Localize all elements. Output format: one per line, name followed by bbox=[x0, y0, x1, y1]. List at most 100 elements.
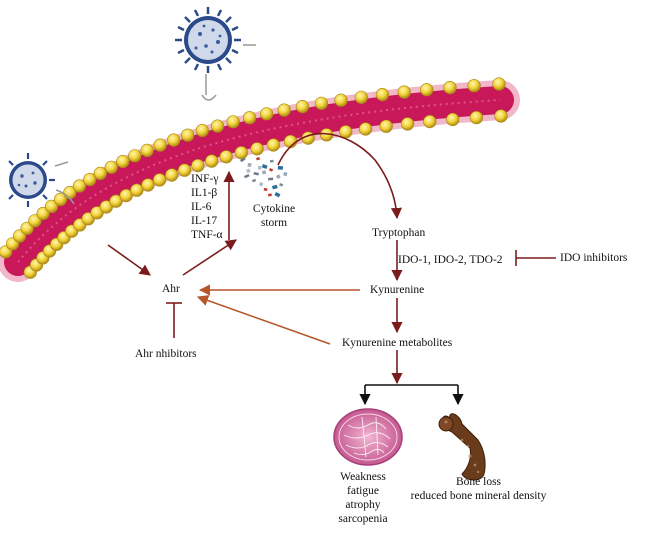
cytokine-storm-particles bbox=[240, 157, 288, 198]
membrane-bead bbox=[314, 96, 329, 110]
bone-icon bbox=[438, 413, 486, 481]
membrane-bead bbox=[420, 83, 434, 97]
membrane-bead bbox=[260, 107, 274, 121]
membrane-bead bbox=[423, 114, 437, 129]
cytokine-item: IL1-β bbox=[191, 187, 218, 199]
membrane-bead bbox=[210, 119, 225, 133]
membrane-bead bbox=[469, 110, 484, 125]
membrane-bead bbox=[354, 90, 368, 104]
cytokine-item: INF-γ bbox=[191, 173, 219, 185]
ahr-inhibition-bar bbox=[166, 302, 182, 338]
cytokine-particle bbox=[263, 187, 268, 191]
membrane-bead bbox=[277, 103, 291, 117]
arrow-metabolites-to-ahr bbox=[196, 295, 331, 345]
muscle-icon bbox=[333, 408, 403, 466]
membrane-bead bbox=[36, 206, 50, 221]
membrane-bead bbox=[181, 128, 195, 142]
cytokine-item: IL-17 bbox=[191, 215, 218, 227]
membrane-bead bbox=[243, 111, 257, 125]
membrane-bead bbox=[301, 131, 315, 145]
membrane-bead bbox=[93, 166, 107, 180]
cytokine-particle bbox=[268, 168, 274, 172]
membrane-bead bbox=[140, 143, 154, 157]
membrane-bead bbox=[250, 142, 264, 156]
cytokine-particle bbox=[274, 191, 281, 198]
membrane-bead bbox=[219, 150, 233, 164]
cytokine-particle bbox=[268, 193, 272, 197]
cytokine-particle bbox=[257, 165, 262, 170]
membrane-bead bbox=[334, 93, 348, 107]
membrane-bead bbox=[191, 159, 205, 173]
membrane-bead bbox=[130, 183, 144, 197]
membrane-outer-beads bbox=[0, 77, 506, 259]
membrane-bead bbox=[109, 194, 123, 208]
cytokine-particle bbox=[279, 183, 284, 187]
membrane-bead bbox=[83, 173, 97, 187]
ido-inhibition-bar bbox=[515, 250, 556, 266]
ahr-label: Ahr bbox=[162, 283, 180, 295]
cytokine-particle bbox=[270, 159, 274, 163]
membrane-bead bbox=[205, 154, 219, 168]
cytokine-list: INF-γ IL1-β IL-6 IL-17 TNF-α bbox=[191, 172, 223, 242]
cytokine-particle bbox=[247, 163, 252, 167]
cytokine-particle bbox=[272, 184, 278, 190]
muscle-effect-line: atrophy bbox=[345, 499, 381, 511]
membrane-bead bbox=[44, 199, 59, 213]
cytokine-item: TNF-α bbox=[191, 229, 223, 241]
cytokine-particle bbox=[276, 174, 281, 180]
pathway-arrows bbox=[107, 132, 403, 385]
cytokine-storm-line: Cytokine bbox=[252, 203, 296, 215]
membrane-bead bbox=[397, 85, 411, 99]
outcome-split-arrows bbox=[359, 384, 464, 406]
membrane-bead bbox=[104, 160, 118, 174]
membrane-bead bbox=[153, 138, 167, 152]
membrane-bead bbox=[53, 192, 68, 206]
ido-inhibitors-label: IDO inhibitors bbox=[560, 252, 628, 264]
membrane-bead bbox=[167, 133, 181, 147]
cytokine-particle bbox=[253, 172, 259, 176]
enzymes-label: IDO-1, IDO-2, TDO-2 bbox=[398, 254, 503, 266]
membrane-bead bbox=[153, 173, 167, 187]
cytokine-particle bbox=[267, 177, 274, 181]
membrane-bead bbox=[226, 115, 240, 129]
muscle-effect-line: Weakness bbox=[340, 471, 386, 483]
membrane-bead bbox=[359, 122, 373, 136]
cytokine-particle bbox=[252, 178, 257, 183]
cytokine-storm-line: storm bbox=[260, 217, 288, 229]
membrane-bead bbox=[375, 87, 390, 102]
virus-left-icon bbox=[8, 153, 75, 207]
membrane-bead bbox=[165, 168, 179, 182]
cytokine-particle bbox=[283, 172, 288, 177]
membrane-bead bbox=[446, 112, 460, 127]
virus-top-icon bbox=[175, 7, 256, 101]
membrane-bead bbox=[494, 109, 508, 123]
membrane-bead bbox=[195, 123, 209, 138]
membrane-bead bbox=[128, 149, 142, 163]
membrane-bead bbox=[492, 77, 506, 91]
kynurenine-metabolites-label: Kynurenine metabolites bbox=[342, 337, 453, 349]
membrane-bead bbox=[379, 119, 393, 133]
cytokine-particle bbox=[277, 166, 283, 170]
membrane-bead bbox=[443, 80, 457, 95]
muscle-effect-line: fatigue bbox=[347, 485, 379, 497]
kynurenine-label: Kynurenine bbox=[370, 284, 425, 296]
membrane-bead bbox=[99, 200, 113, 214]
cytokine-item: IL-6 bbox=[191, 201, 212, 213]
bone-effect-line: reduced bone mineral density bbox=[410, 490, 547, 502]
cell-membrane bbox=[0, 77, 520, 282]
membrane-bead bbox=[467, 79, 481, 93]
membrane-bead bbox=[401, 117, 415, 131]
cytokine-particle bbox=[244, 173, 250, 179]
membrane-bead bbox=[72, 179, 87, 193]
membrane-bead bbox=[234, 146, 248, 160]
membrane-bead bbox=[116, 154, 130, 169]
bone-effects-label: Bone loss reduced bone mineral density bbox=[396, 475, 561, 503]
cytokine-particle bbox=[246, 168, 251, 174]
arrow-storm-to-tryptophan bbox=[277, 132, 403, 220]
membrane-bead bbox=[119, 189, 133, 203]
membrane-bead bbox=[141, 178, 155, 192]
cytokine-particle bbox=[256, 157, 261, 161]
membrane-bead bbox=[178, 163, 192, 177]
